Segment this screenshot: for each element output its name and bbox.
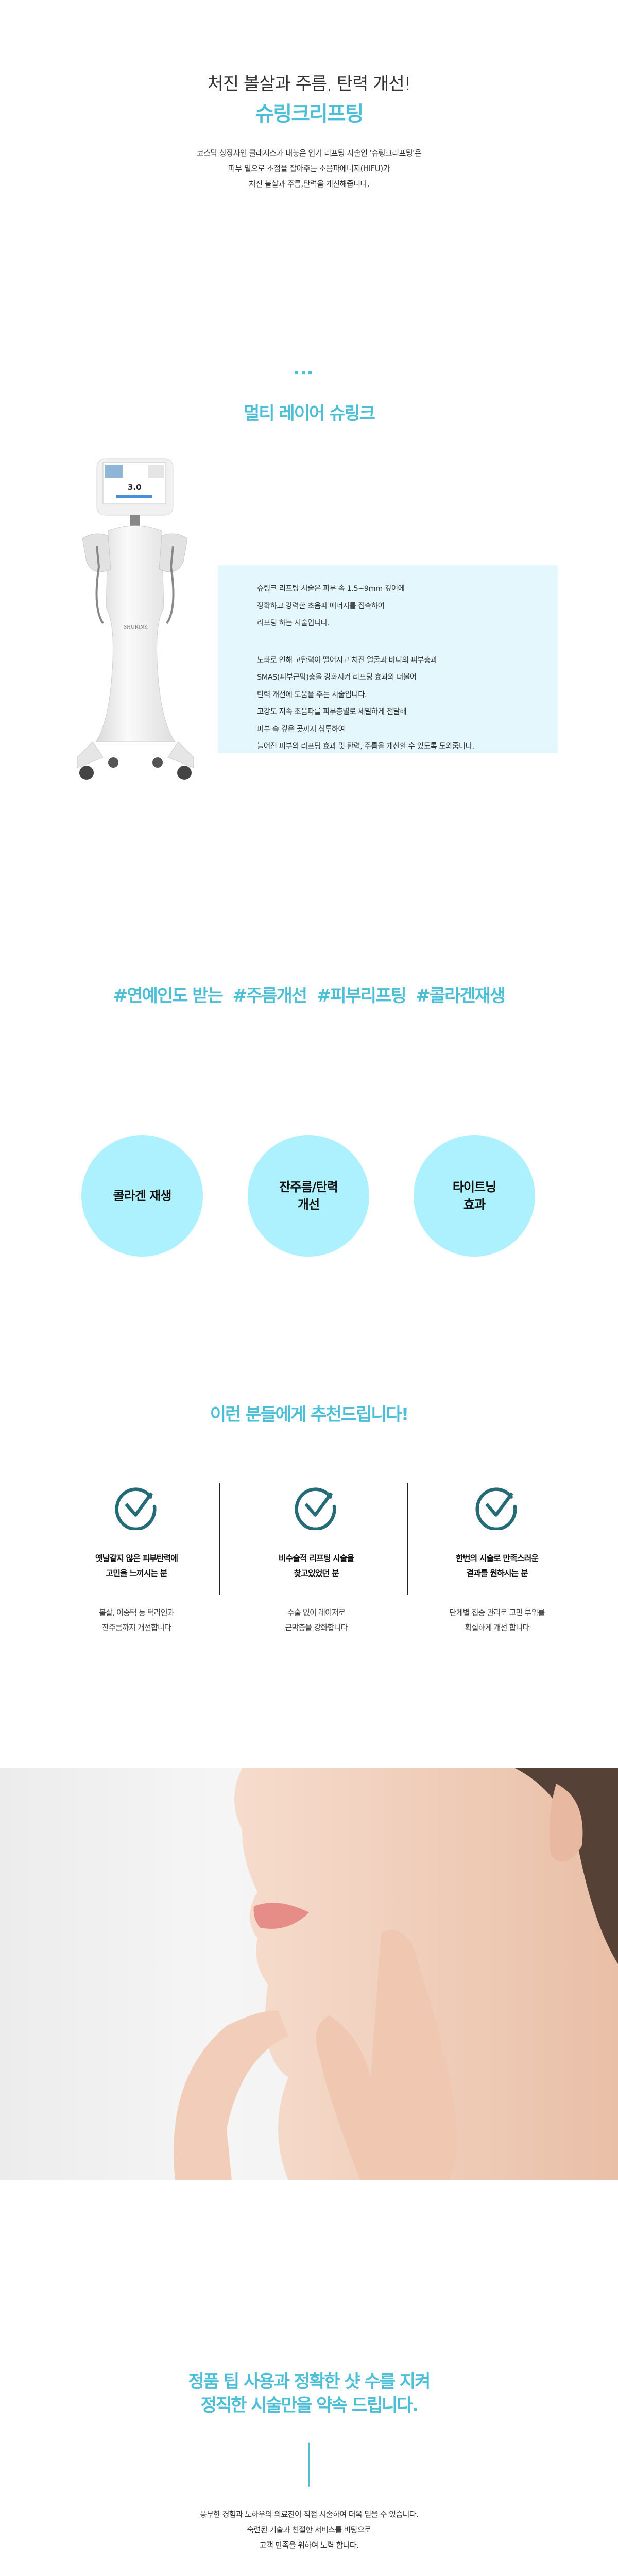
info-line: SMAS(피부근막)층을 강화시켜 리프팅 효과와 더불어	[257, 673, 417, 682]
effect-label: 타이트닝	[452, 1180, 496, 1194]
recommend-item-desc: 확실하게 개선 합니다	[465, 1623, 530, 1632]
multi-layer-title: 멀티 레이어 슈링크	[244, 403, 375, 424]
effect-label: 잔주름/탄력	[279, 1180, 338, 1194]
recommend-item-title: 옛날같지 않은 피부탄력에	[95, 1553, 178, 1563]
hero-desc-line: 처진 볼살과 주름,탄력을 개선해줍니다.	[248, 179, 370, 189]
recommend-item-title: 찾고있었던 분	[294, 1568, 339, 1578]
device-screen-value: 3.0	[128, 483, 142, 492]
hero-description: 코스닥 상장사인 클래시스가 내놓은 인기 리프팅 시술인 '슈링크리프팅'은 …	[0, 145, 618, 192]
hashtags: #연예인도 받는 #주름개선 #피부리프팅 #콜라겐재생	[113, 986, 506, 1006]
recommend-item-desc: 단계별 집중 관리로 고민 부위를	[449, 1608, 545, 1617]
hero-desc-line: 코스닥 상장사인 클래시스가 내놓은 인기 리프팅 시술인 '슈링크리프팅'은	[196, 148, 422, 158]
promise-title-line: 정품 팁 사용과 정확한 샷 수를 지켜	[188, 2371, 431, 2392]
promise-description: 풍부한 경험과 노하우의 의료진이 직접 시술하여 더욱 믿을 수 있습니다. …	[0, 2506, 618, 2553]
info-line: 고강도 지속 초음파를 피부층별로 세밀하게 전달해	[257, 708, 407, 716]
recommend-item-title: 결과를 원하시는 분	[466, 1568, 528, 1578]
shurink-info-box: 슈링크 리프팅 시술은 피부 속 1.5~9mm 깊이에 정확하고 강력한 초음…	[218, 565, 558, 753]
recommend-item-desc: 수술 없이 레이저로	[287, 1608, 346, 1617]
promise-title: 정품 팁 사용과 정확한 샷 수를 지켜 정직한 시술만을 약속 드립니다.	[0, 2370, 618, 2417]
info-line: 슈링크 리프팅 시술은 피부 속 1.5~9mm 깊이에	[257, 585, 405, 593]
recommend-item-title: 한번의 시술로 만족스러운	[455, 1553, 539, 1563]
info-line: 피부 속 깊은 곳까지 침투하여	[257, 725, 345, 734]
effect-circle-collagen: 콜라겐 재생	[81, 1135, 203, 1257]
accent-divider-line	[308, 2443, 310, 2487]
device-brand: SHURINK	[124, 625, 148, 630]
shurink-device-image: 3.0 SHURINK	[77, 458, 194, 780]
promise-desc-line: 숙련된 기술과 친절한 서비스를 바탕으로	[247, 2525, 371, 2534]
info-line: 탄력 개선에 도움을 주는 시술입니다.	[257, 690, 367, 699]
column-divider	[219, 1483, 220, 1595]
recommend-item-desc: 근막층을 강화합니다	[285, 1623, 348, 1632]
recommend-item-title: 비수술적 리프팅 시술을	[278, 1553, 354, 1563]
info-line: 늘어진 피부의 리프팅 효과 및 탄력, 주름을 개선할 수 있도록 도와줍니다…	[257, 742, 474, 751]
promise-desc-line: 고객 만족을 위하여 노력 합니다.	[259, 2540, 359, 2550]
hero-title: 슈링크리프팅	[255, 102, 364, 126]
hero-desc-line: 피부 밑으로 초점을 잡아주는 초음파에너지(HIFU)가	[228, 164, 390, 173]
effect-label: 개선	[297, 1197, 320, 1212]
hero-subtitle: 처진 볼살과 주름, 탄력 개선!	[207, 74, 411, 94]
info-line: 정확하고 강력한 초음파 에너지를 집속하여	[257, 602, 385, 611]
check-circle-icon	[115, 1487, 157, 1530]
recommend-item-desc: 볼살, 이중턱 등 턱라인과	[99, 1608, 175, 1617]
promise-title-line: 정직한 시술만을 약속 드립니다.	[200, 2395, 418, 2416]
effect-label: 콜라겐 재생	[113, 1189, 172, 1203]
recommend-item-desc: 잔주름까지 개선합니다	[102, 1623, 171, 1632]
face-photo	[0, 1768, 618, 2180]
section-dots	[295, 371, 312, 374]
effect-label: 효과	[463, 1197, 486, 1212]
promise-desc-line: 풍부한 경험과 노하우의 의료진이 직접 시술하여 더욱 믿을 수 있습니다.	[199, 2510, 419, 2519]
recommend-item-title: 고민을 느끼시는 분	[106, 1568, 168, 1578]
check-circle-icon	[295, 1487, 336, 1530]
info-line: 노화로 인해 고탄력이 떨어지고 처진 얼굴과 바디의 피부층과	[257, 656, 437, 665]
column-divider	[407, 1483, 408, 1595]
check-circle-icon	[475, 1487, 517, 1530]
recommend-title: 이런 분들에게 추천드립니다!	[210, 1404, 409, 1425]
info-line: 리프팅 하는 시술입니다.	[257, 619, 330, 628]
